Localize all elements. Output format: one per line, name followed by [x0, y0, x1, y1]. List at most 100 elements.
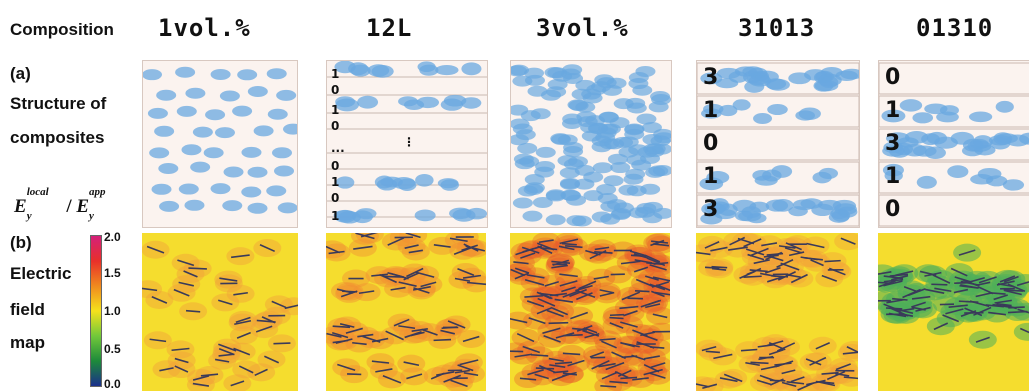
filler-needle: [846, 346, 858, 353]
colorbar-tick-1-5: 1.5: [104, 266, 121, 280]
filler-needle: [457, 364, 474, 372]
filler-needle: [835, 363, 851, 371]
particle: [581, 88, 602, 100]
particle: [613, 202, 634, 214]
filler-needle: [530, 353, 549, 357]
field-hotspot: [696, 376, 717, 391]
ellipsis-dots: ⋮: [403, 135, 415, 149]
particle: [276, 89, 297, 101]
filler-needle: [843, 376, 858, 380]
particle: [575, 101, 596, 113]
filler-needle: [719, 377, 738, 383]
filler-needle: [950, 267, 968, 277]
filler-needle: [809, 356, 827, 366]
filler-needle: [745, 361, 760, 367]
filler-needle: [443, 374, 462, 383]
filler-needle: [542, 327, 561, 335]
filler-needle: [600, 385, 617, 388]
filler-needle: [634, 290, 650, 293]
particle: [744, 80, 765, 93]
filler-needle: [379, 273, 397, 284]
section-a-label-line2: composites: [10, 128, 105, 147]
filler-needle: [577, 290, 596, 298]
section-b-label-line3: map: [10, 333, 45, 352]
filler-needle: [766, 276, 784, 283]
particle: [766, 78, 790, 91]
filler-needle: [337, 363, 356, 371]
filler-needle: [646, 261, 662, 265]
filler-needle: [644, 254, 661, 263]
filler-needle: [630, 254, 646, 258]
filler-needle: [1016, 281, 1029, 287]
filler-needle: [271, 300, 287, 309]
field-hotspot: [839, 341, 858, 360]
filler-needle: [704, 241, 720, 249]
filler-needle: [705, 350, 720, 354]
filler-needle: [713, 353, 733, 360]
particle: [222, 200, 243, 212]
particle: [151, 183, 172, 195]
filler-needle: [238, 365, 254, 374]
structure-panel-3vol: [510, 60, 672, 228]
filler-needle: [188, 267, 207, 270]
filler-needle: [815, 342, 830, 350]
filler-needle: [218, 343, 237, 352]
filler-needle: [513, 261, 529, 265]
particle: [591, 135, 612, 147]
filler-needle: [522, 345, 541, 354]
particle: [552, 70, 573, 82]
filler-needle: [375, 368, 393, 373]
filler-needle: [398, 281, 417, 287]
particle: [440, 98, 464, 111]
filler-needle: [551, 260, 571, 264]
particle: [515, 129, 536, 141]
filler-needle: [774, 362, 792, 366]
particle: [449, 207, 472, 220]
field-hotspot: [350, 233, 379, 245]
layer-box: [879, 62, 1029, 95]
colorbar-title-e-local: E: [14, 196, 27, 217]
particle: [551, 133, 572, 145]
filler-needle: [543, 334, 561, 343]
filler-needle: [620, 341, 635, 348]
filler-needle: [599, 291, 615, 297]
filler-needle: [353, 245, 373, 250]
filler-needle: [932, 274, 951, 284]
filler-needle: [750, 361, 769, 365]
filler-needle: [761, 242, 778, 247]
filler-needle: [993, 294, 1008, 301]
filler-needle: [768, 255, 784, 262]
filler-needle: [467, 281, 486, 286]
particle: [636, 113, 657, 125]
filler-needle: [931, 283, 948, 286]
filler-needle: [382, 374, 402, 384]
filler-needle: [554, 361, 573, 365]
particle: [594, 74, 615, 86]
field-map-31013: [696, 233, 858, 391]
filler-needle: [892, 297, 908, 301]
filler-needle: [562, 290, 580, 298]
particle: [1019, 132, 1029, 145]
particle: [210, 183, 231, 195]
filler-needle: [925, 288, 945, 295]
particle: [175, 66, 196, 78]
filler-needle: [585, 249, 601, 256]
particle: [812, 171, 832, 184]
filler-needle: [371, 337, 389, 343]
filler-needle: [805, 358, 822, 366]
colorbar-tick-0-0: 0.0: [104, 377, 121, 391]
layer-box: [879, 161, 1029, 194]
filler-needle: [544, 281, 560, 287]
particle: [708, 201, 730, 212]
filler-needle: [142, 287, 158, 292]
filler-needle: [510, 268, 526, 277]
filler-needle: [759, 374, 777, 382]
filler-needle: [335, 338, 353, 344]
particle: [253, 125, 274, 137]
filler-needle: [895, 270, 914, 277]
filler-needle: [749, 269, 768, 273]
colorbar-tick-0-5: 0.5: [104, 342, 121, 356]
